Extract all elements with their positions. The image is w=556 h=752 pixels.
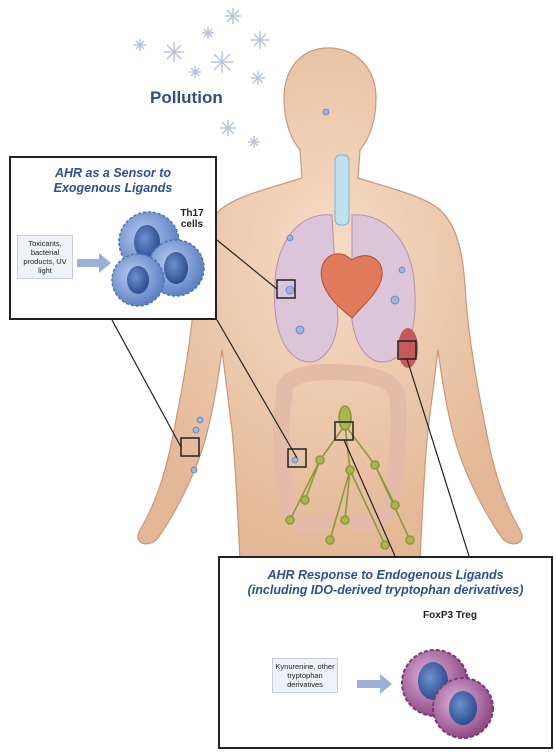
th17-cells-illustration	[11, 158, 215, 318]
exogenous-ligand-panel: AHR as a Sensor to Exogenous Ligands Tox…	[9, 156, 217, 320]
treg-cells-illustration	[220, 558, 551, 747]
treg-cell-cluster	[402, 650, 493, 738]
pollution-label: Pollution	[150, 88, 223, 108]
pollution-particles	[134, 8, 269, 148]
arrow-icon	[77, 253, 111, 273]
arrow-icon	[357, 674, 392, 694]
th17-cell-cluster	[112, 212, 204, 306]
endogenous-ligand-panel: AHR Response to Endogenous Ligands (incl…	[218, 556, 553, 749]
